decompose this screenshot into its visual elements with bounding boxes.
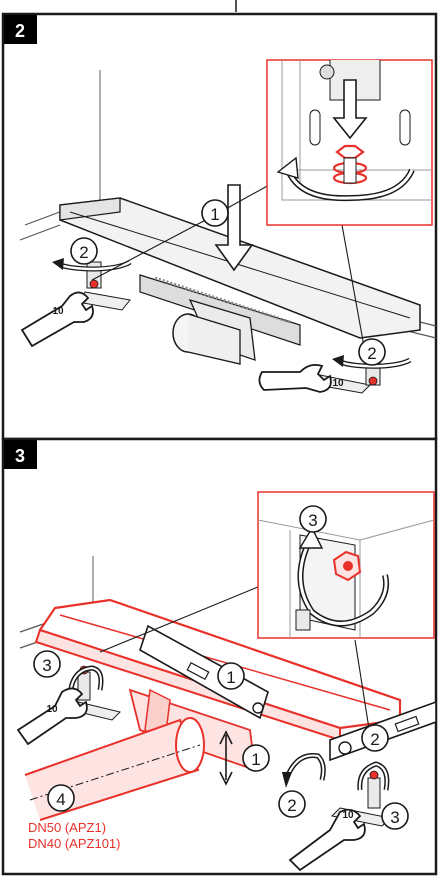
wrench-size-label: 10 (342, 810, 354, 821)
wrench-size-label: 10 (332, 378, 344, 389)
step-badge (4, 15, 37, 44)
wrench-icon: 10 (20, 291, 94, 348)
callout (358, 338, 386, 366)
leveling-screw-icon (89, 279, 99, 289)
callout (201, 199, 229, 227)
callout (33, 650, 61, 678)
callout (299, 505, 327, 533)
callout (278, 790, 306, 818)
panel-step-2: 2 (1, 12, 438, 441)
callout-number: 4 (56, 790, 65, 809)
panel-step-3: 3 (1, 437, 438, 876)
callout (70, 237, 98, 265)
callout (242, 744, 270, 772)
callout-number: 2 (79, 243, 88, 262)
pipe-label: DN40 (APZ101) (28, 836, 120, 851)
step-badge (4, 440, 37, 469)
pipe-label: DN50 (APZ1) (28, 820, 106, 835)
wrench-icon: 10 (16, 687, 88, 746)
callout-number: 1 (251, 750, 260, 769)
down-arrow-icon (214, 184, 254, 272)
callout (381, 802, 409, 830)
callout-number: 3 (42, 656, 51, 675)
wrench-size-label: 10 (52, 306, 64, 317)
wrench-icon: 10 (258, 363, 344, 393)
step-number: 3 (15, 446, 25, 466)
callout (217, 662, 245, 690)
callout-number: 2 (287, 796, 296, 815)
up-down-arrow-icon (219, 730, 233, 786)
callout-number: 1 (226, 668, 235, 687)
leveling-screw-icon (369, 770, 379, 780)
callout (47, 784, 75, 812)
wrench-icon: 10 (288, 808, 366, 872)
drain-channel (59, 197, 421, 394)
detail-inset (266, 59, 433, 226)
callout (361, 724, 389, 752)
callout-number: 3 (308, 511, 317, 530)
step-number: 2 (15, 21, 25, 41)
callout-number: 2 (367, 344, 376, 363)
level-icon (139, 624, 269, 720)
callout-number: 3 (390, 808, 399, 827)
down-arrow-icon (332, 79, 368, 140)
leveling-screw-icon (368, 376, 378, 386)
callout-number: 2 (370, 730, 379, 749)
wrench-size-label: 10 (46, 704, 58, 715)
callout-number: 1 (210, 205, 219, 224)
detail-inset (257, 491, 435, 639)
